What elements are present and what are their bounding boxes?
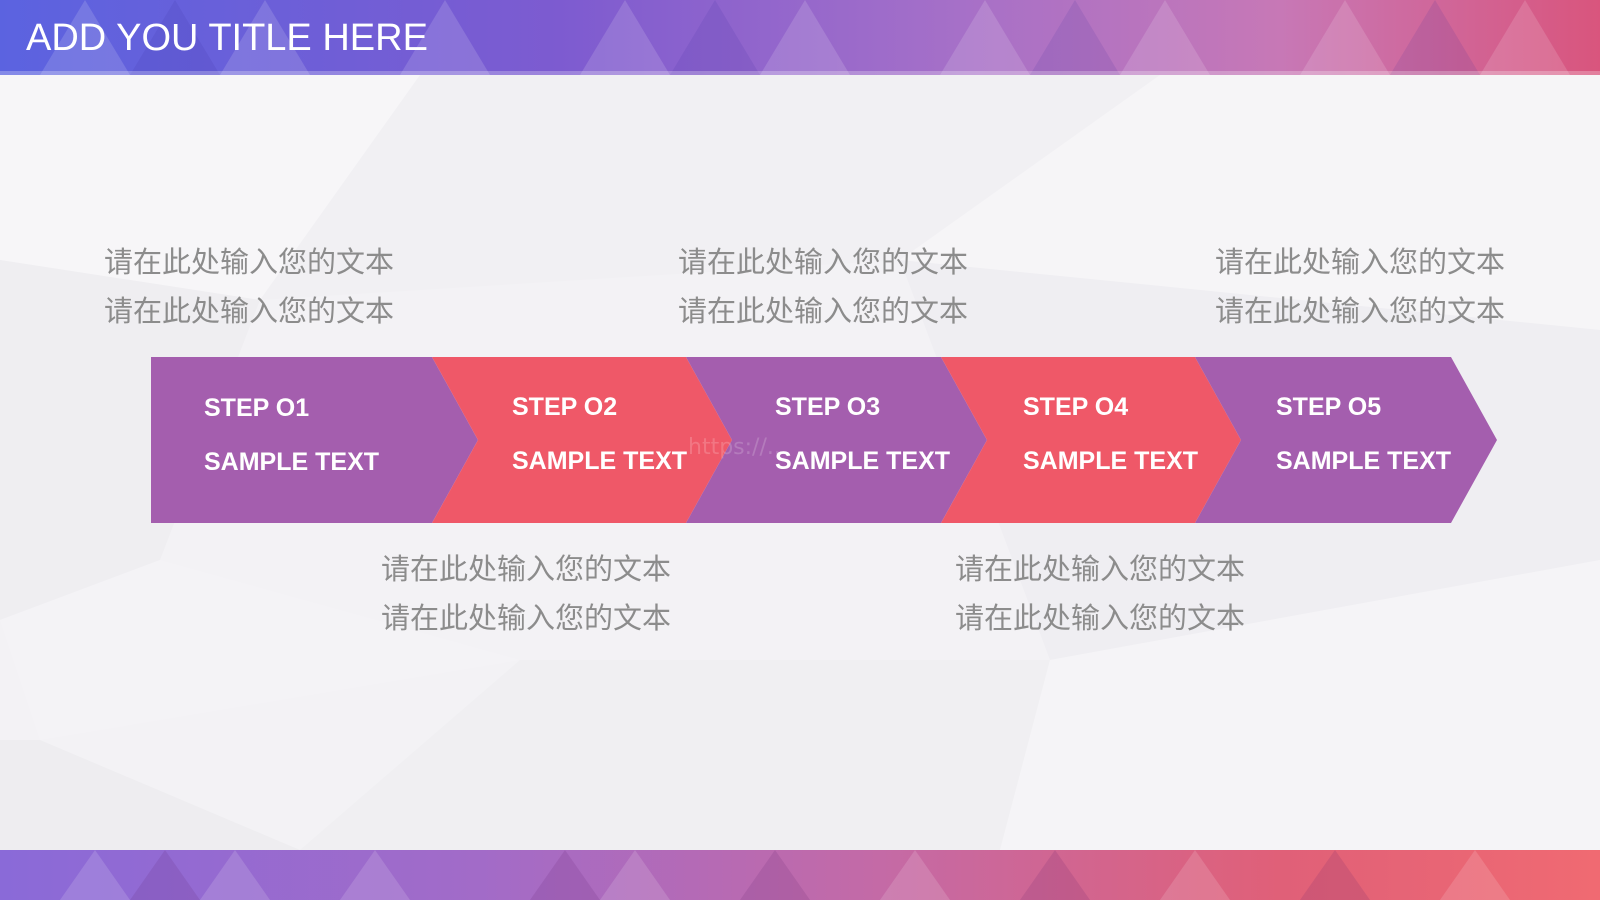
step-1-number: STEP O1 bbox=[204, 394, 310, 422]
note-line: 请在此处输入您的文本 bbox=[955, 552, 1246, 586]
header-band: ADD YOU TITLE HERE bbox=[0, 0, 1600, 75]
footer-triangle-pattern bbox=[60, 850, 1510, 900]
note-line: 请在此处输入您的文本 bbox=[381, 552, 672, 586]
note-line: 请在此处输入您的文本 bbox=[104, 294, 395, 328]
step-3-number: STEP O3 bbox=[775, 393, 881, 421]
note-top-2: 请在此处输入您的文本 请在此处输入您的文本 bbox=[678, 238, 968, 336]
note-line: 请在此处输入您的文本 bbox=[678, 245, 969, 279]
note-top-1: 请在此处输入您的文本 请在此处输入您的文本 bbox=[104, 238, 394, 336]
step-2-chevron bbox=[432, 357, 732, 523]
step-1-chevron bbox=[151, 357, 478, 523]
step-3-label: SAMPLE TEXT bbox=[775, 447, 951, 475]
step-3-text: STEP O3 SAMPLE TEXT bbox=[775, 392, 950, 476]
slide-title: ADD YOU TITLE HERE bbox=[26, 17, 428, 59]
note-top-3: 请在此处输入您的文本 请在此处输入您的文本 bbox=[1215, 238, 1505, 336]
step-4-chevron bbox=[941, 357, 1241, 523]
note-line: 请在此处输入您的文本 bbox=[1215, 245, 1506, 279]
step-5-text: STEP O5 SAMPLE TEXT bbox=[1276, 392, 1451, 476]
step-5-label: SAMPLE TEXT bbox=[1276, 447, 1452, 475]
note-line: 请在此处输入您的文本 bbox=[955, 601, 1246, 635]
note-line: 请在此处输入您的文本 bbox=[678, 294, 969, 328]
note-line: 请在此处输入您的文本 bbox=[104, 245, 395, 279]
note-bottom-1: 请在此处输入您的文本 请在此处输入您的文本 bbox=[381, 545, 671, 643]
header-triangle-pattern bbox=[0, 0, 1600, 75]
step-4-label: SAMPLE TEXT bbox=[1023, 447, 1199, 475]
step-1-label: SAMPLE TEXT bbox=[204, 448, 380, 476]
watermark-text: https://... bbox=[688, 435, 788, 460]
step-5-number: STEP O5 bbox=[1276, 393, 1382, 421]
step-4-number: STEP O4 bbox=[1023, 393, 1129, 421]
step-3-chevron bbox=[686, 357, 987, 523]
note-line: 请在此处输入您的文本 bbox=[1215, 294, 1506, 328]
note-bottom-2: 请在此处输入您的文本 请在此处输入您的文本 bbox=[955, 545, 1245, 643]
step-5-chevron bbox=[1195, 357, 1497, 523]
step-1-text: STEP O1 SAMPLE TEXT bbox=[204, 393, 379, 477]
footer-band bbox=[0, 850, 1600, 900]
step-4-text: STEP O4 SAMPLE TEXT bbox=[1023, 392, 1198, 476]
step-2-label: SAMPLE TEXT bbox=[512, 447, 688, 475]
step-2-text: STEP O2 SAMPLE TEXT bbox=[512, 392, 687, 476]
note-line: 请在此处输入您的文本 bbox=[381, 601, 672, 635]
step-2-number: STEP O2 bbox=[512, 393, 618, 421]
